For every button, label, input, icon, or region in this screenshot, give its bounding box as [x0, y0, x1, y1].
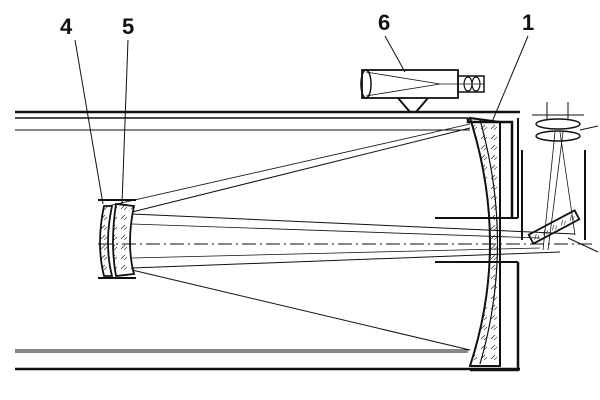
leader-right-bottom — [567, 237, 599, 253]
leader-1 — [491, 35, 529, 123]
primary-to-secondary-rays — [107, 123, 471, 351]
tube — [15, 110, 520, 371]
label-4: 4 — [60, 14, 73, 39]
primary-mirror — [468, 116, 501, 367]
relay-lens-bottom — [535, 130, 581, 142]
diagonal-mirror — [527, 209, 581, 245]
secondary-mirror-4 — [99, 205, 114, 277]
eyepiece-side-assembly — [521, 102, 599, 253]
finder-bracket-left — [397, 97, 411, 113]
finder-bracket-right — [415, 97, 429, 113]
incoming-rays — [15, 129, 470, 351]
secondary-optics — [74, 39, 136, 279]
relay-lens-top — [535, 118, 581, 130]
mirror-cell — [435, 118, 520, 372]
label-1: 1 — [522, 10, 534, 35]
label-6: 6 — [378, 10, 390, 35]
secondary-to-diagonal-rays — [131, 213, 576, 269]
finder-scope — [360, 35, 485, 113]
leader-right-top — [579, 125, 599, 131]
label-5: 5 — [122, 14, 134, 39]
corrector-lens-5 — [112, 203, 136, 277]
finder-objective — [360, 69, 372, 99]
leader-5 — [121, 39, 129, 205]
leader-4 — [74, 39, 104, 205]
leader-6 — [384, 35, 406, 73]
